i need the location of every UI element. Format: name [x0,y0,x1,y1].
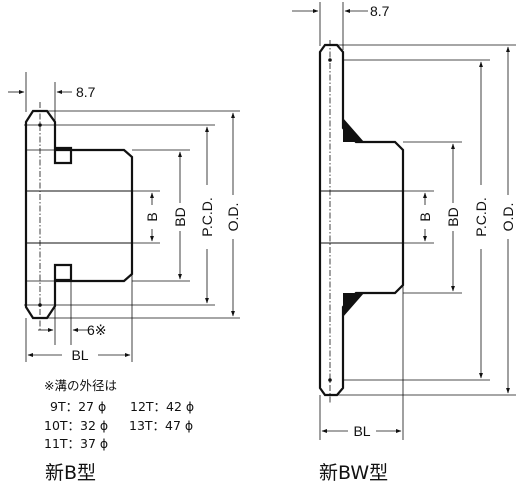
dim-bl-label: BL [353,423,370,439]
diagram-bw: 8.7 B BD P.C.D. O.D. BL [292,2,516,440]
dim-b-label: B [417,212,433,221]
sprocket-b-body [24,109,134,320]
groove-table-entry: 9T：27 ϕ [50,399,107,414]
diagram-b: 8.7 B BD P.C.D. O.D. 6※ [8,72,241,363]
sprocket-bw-body [318,43,405,397]
pitch-dot-bottom [328,378,332,382]
dim-od-label: O.D. [225,203,241,232]
dim-groove-label: 6※ [87,322,107,338]
diagram-bw-title: 新BW型 [319,462,389,484]
dim-pcd-label: P.C.D. [473,197,489,236]
groove-table-entry: 11T：37 ϕ [44,436,109,451]
dim-hub-width-label: 8.7 [370,3,390,19]
groove-table-entry: 12T：42 ϕ [130,399,195,414]
dim-hub-width-label: 8.7 [76,84,96,100]
weld-fillet-bottom [343,293,364,317]
dim-bl-label: BL [71,347,88,363]
dim-bd-label: BD [445,207,461,226]
dim-pcd-label: P.C.D. [199,197,215,236]
groove-note-title: ※溝の外径は [44,378,117,393]
weld-fillet-top [343,118,364,142]
dim-od-label: O.D. [500,203,516,232]
groove-table-entry: 13T：47 ϕ [129,418,194,433]
diagram-b-title: 新B型 [45,462,97,484]
dim-bd-label: BD [172,207,188,226]
dim-b-label: B [144,212,160,221]
groove-table-entry: 10T：32 ϕ [44,418,109,433]
